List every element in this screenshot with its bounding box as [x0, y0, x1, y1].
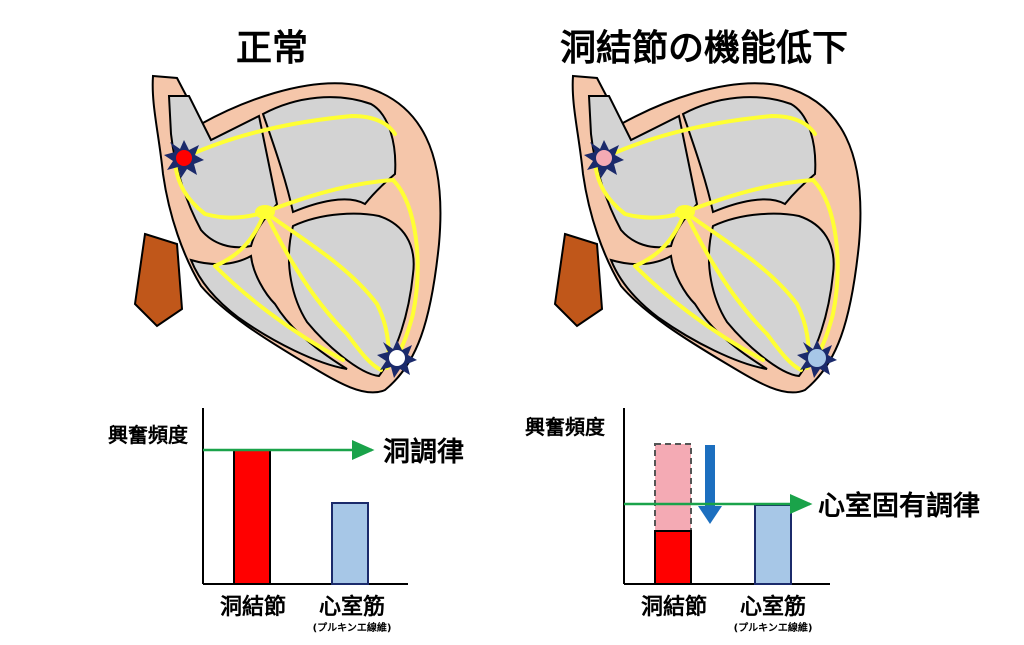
bar-chart: 興奮頻度 心室固有調律 洞結節 心室筋 (プルキンエ線維) [525, 408, 980, 634]
y-axis-label: 興奮頻度 [108, 423, 189, 447]
heart-diagram [553, 74, 863, 395]
bar-sa-node [233, 449, 271, 585]
sa-node-focus [584, 140, 624, 178]
bar-ventricle [754, 504, 792, 585]
bar-chart: 興奮頻度 洞調律 洞結節 心室筋 (プルキンエ線維) [108, 408, 464, 634]
bar-sublabel: (プルキンエ線維) [734, 621, 813, 634]
bar-ventricle [331, 502, 369, 585]
ventricle-focus [797, 340, 837, 378]
sa-node-focus [164, 140, 204, 178]
bar-sa-node-previous [654, 443, 692, 535]
bar-label: 洞結節 [641, 594, 707, 620]
y-axis-label: 興奮頻度 [525, 415, 606, 439]
bar-sa-node [654, 530, 692, 585]
bar-label: 心室筋 [740, 594, 806, 620]
bar-label: 心室筋 [319, 594, 385, 620]
panel-sa-dysfunction: 洞結節の機能低下 興奮頻度 心室固有調律 [525, 28, 980, 634]
panel-normal: 正常 興奮頻度 洞調律 洞結節 心室筋 (プルキンエ線維) [108, 28, 464, 634]
heart-diagram [133, 74, 443, 395]
bar-label: 洞結節 [220, 594, 286, 620]
decrease-arrow [698, 445, 722, 524]
panel-title: 洞結節の機能低下 [560, 28, 848, 69]
reference-label: 洞調律 [383, 436, 464, 468]
bar-sublabel: (プルキンエ線維) [313, 621, 392, 634]
reference-label: 心室固有調律 [818, 490, 980, 522]
panel-title: 正常 [236, 28, 308, 69]
ventricle-focus [377, 340, 417, 378]
